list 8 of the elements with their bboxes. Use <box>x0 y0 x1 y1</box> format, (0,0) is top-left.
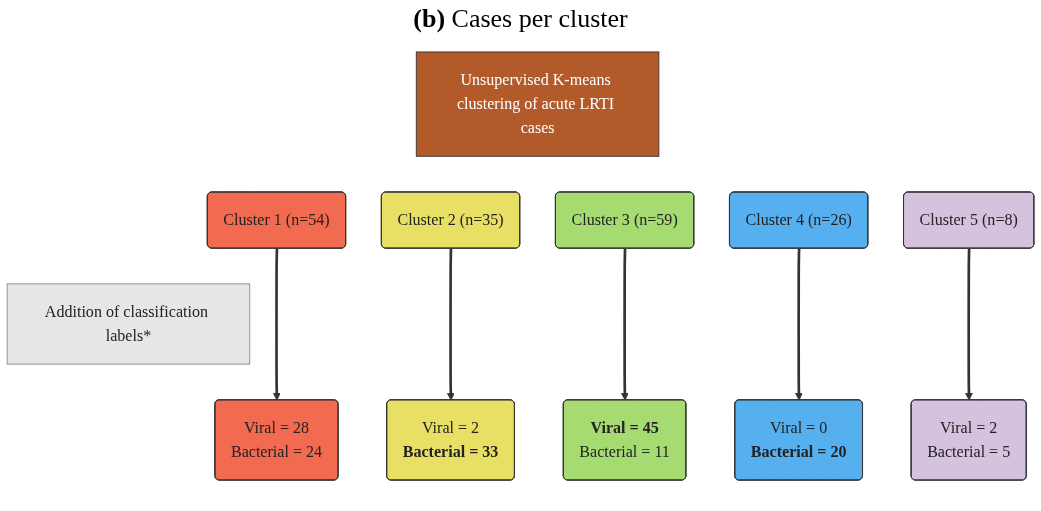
diagram-title: (b) Cases per cluster <box>412 4 629 34</box>
arrow <box>795 248 803 401</box>
arrow <box>965 248 973 401</box>
node-box: Addition of classification labels* <box>6 283 251 365</box>
node-box: Unsupervised K-means clustering of acute LRTI cases <box>415 51 660 157</box>
arrow <box>446 248 455 401</box>
arrow <box>620 248 629 401</box>
arrow <box>272 248 281 401</box>
